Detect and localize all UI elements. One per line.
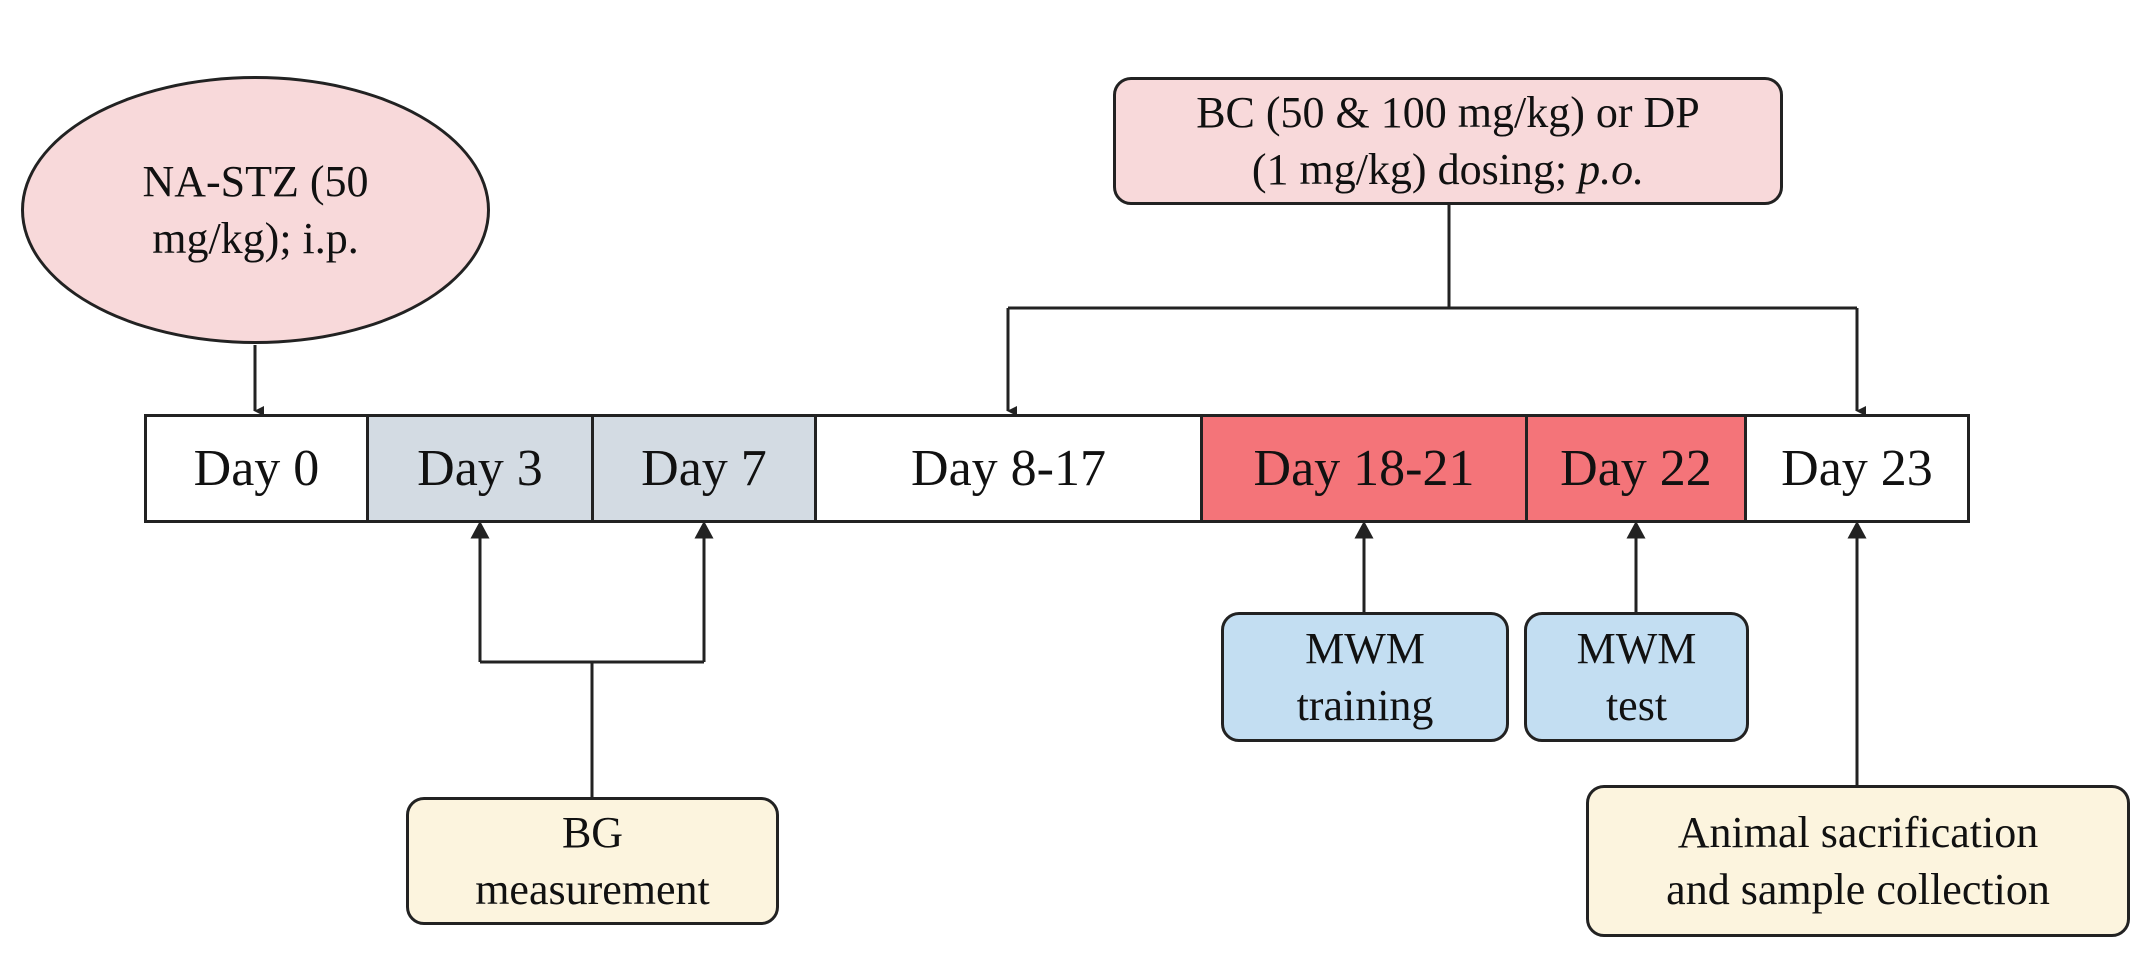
timeline-day0-label: Day 0 [193,440,320,497]
timeline-day23-label: Day 23 [1781,440,1933,497]
dosing-route-italic: p.o. [1578,145,1645,194]
sacrifice-box: Animal sacrification and sample collecti… [1586,785,2130,937]
timeline-day18-21-label: Day 18-21 [1253,440,1475,497]
timeline-day0: Day 0 [144,414,369,523]
timeline-day3: Day 3 [366,414,594,523]
bg-line1: BG [561,807,624,857]
mwm-test-line2: test [1605,681,1668,730]
dosing-box: BC (50 & 100 mg/kg) or DP (1 mg/kg) dosi… [1113,77,1783,205]
dosing-line2: (1 mg/kg) dosing; p.o. [1252,141,1644,198]
dosing-line2-prefix: (1 mg/kg) dosing; [1251,145,1579,194]
mwm-training-line2: training [1296,681,1434,730]
timeline-day8-17: Day 8-17 [814,414,1203,523]
mwm-test-line1: MWM [1576,623,1697,673]
mwm-training-box: MWM training [1221,612,1509,742]
timeline-day22-label: Day 22 [1560,440,1712,497]
timeline-day18-21: Day 18-21 [1200,414,1528,523]
timeline-day23: Day 23 [1744,414,1970,523]
timeline-day3-label: Day 3 [417,440,543,497]
mwm-test-box: MWM test [1524,612,1749,742]
sacrifice-line2: and sample collection [1666,865,2050,914]
timeline-day8-17-label: Day 8-17 [911,440,1106,497]
bg-measurement-box: BG measurement [406,797,779,925]
timeline-day7-label: Day 7 [641,440,767,497]
injection-line2: mg/kg); i.p. [152,214,359,263]
dosing-line1: BC (50 & 100 mg/kg) or DP [1196,87,1700,137]
timeline-day22: Day 22 [1525,414,1747,523]
bg-line2: measurement [475,865,710,914]
mwm-training-line1: MWM [1305,623,1425,673]
injection-ellipse: NA-STZ (50 mg/kg); i.p. [21,76,490,344]
injection-line1: NA-STZ (50 [142,156,369,206]
sacrifice-line1: Animal sacrification [1677,807,2039,857]
timeline-day7: Day 7 [591,414,817,523]
